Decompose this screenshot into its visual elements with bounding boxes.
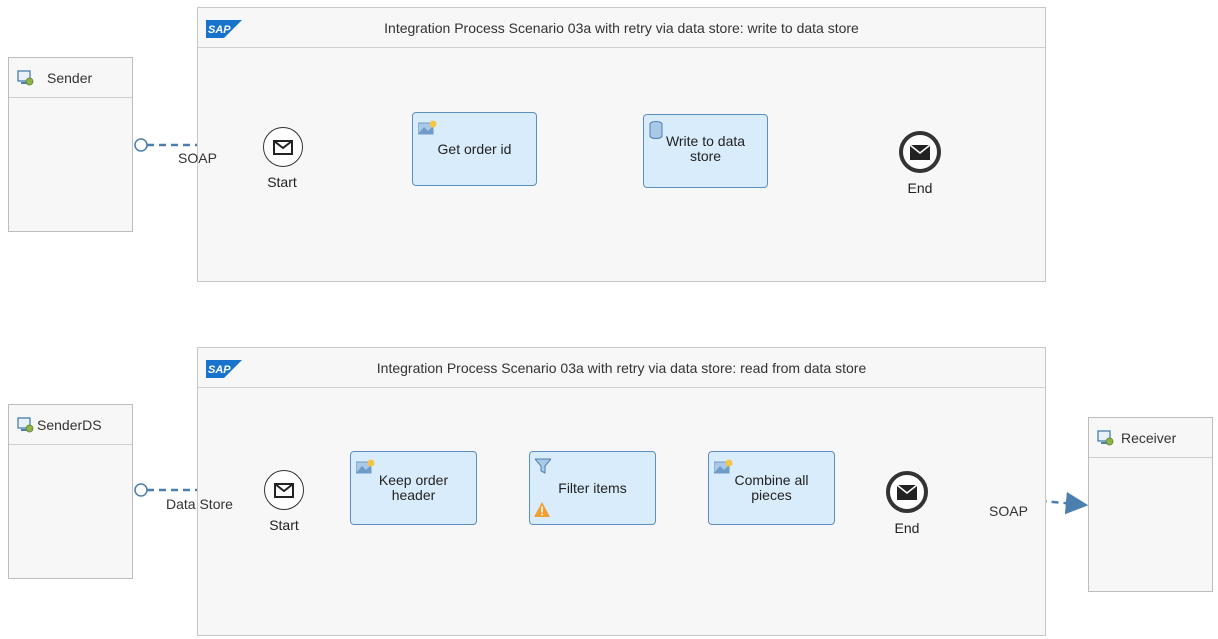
channel-label-soap: SOAP xyxy=(178,150,217,166)
participant-icon xyxy=(17,417,34,438)
svg-text:SAP: SAP xyxy=(208,364,231,376)
start-event[interactable] xyxy=(264,470,304,510)
participant-label: SenderDS xyxy=(37,417,102,433)
end-event[interactable] xyxy=(899,131,941,173)
pool-header: SAP Integration Process Scenario 03a wit… xyxy=(198,348,1045,388)
task-label: Get order id xyxy=(437,140,512,157)
receiver-participant[interactable]: Receiver xyxy=(1088,417,1213,592)
envelope-filled-icon xyxy=(910,144,930,160)
participant-label: Receiver xyxy=(1121,430,1177,446)
participant-header: Receiver xyxy=(1089,418,1212,458)
task-get-order-id[interactable]: Get order id xyxy=(412,112,537,186)
filter-icon xyxy=(533,458,553,477)
participant-header: Sender xyxy=(9,58,132,98)
svg-text:SAP: SAP xyxy=(208,24,231,36)
participant-header: SenderDS xyxy=(9,405,132,445)
task-label: Keep order header xyxy=(378,472,449,503)
content-modifier-icon xyxy=(713,458,734,477)
end-event[interactable] xyxy=(886,471,928,513)
pool-header: SAP Integration Process Scenario 03a wit… xyxy=(198,8,1045,48)
senderds-participant[interactable]: SenderDS xyxy=(8,404,133,579)
end-event-label: End xyxy=(894,520,920,536)
envelope-filled-icon xyxy=(897,484,917,500)
participant-label: Sender xyxy=(47,70,93,86)
start-event[interactable] xyxy=(263,127,303,167)
channel-label-data-store: Data Store xyxy=(166,496,233,512)
task-label: Write to data store xyxy=(665,133,746,164)
pool-title: Integration Process Scenario 03a with re… xyxy=(384,20,859,36)
task-label: Filter items xyxy=(558,479,627,496)
sap-logo: SAP xyxy=(206,20,242,43)
envelope-icon xyxy=(274,482,294,498)
sender-participant[interactable]: Sender xyxy=(8,57,133,232)
message-flow-senderds-start[interactable] xyxy=(134,478,263,502)
task-keep-order-header[interactable]: Keep order header xyxy=(350,451,477,525)
end-event-label: End xyxy=(907,180,933,196)
task-write-to-data-store[interactable]: Write to data store xyxy=(643,114,768,188)
sap-logo: SAP xyxy=(206,360,242,383)
envelope-icon xyxy=(273,139,293,155)
task-combine-all-pieces[interactable]: Combine all pieces xyxy=(708,451,835,525)
content-modifier-icon xyxy=(355,458,376,477)
start-event-label: Start xyxy=(269,517,299,533)
data-store-icon xyxy=(649,121,663,142)
content-modifier-icon xyxy=(417,119,438,138)
task-filter-items[interactable]: Filter items xyxy=(529,451,656,525)
participant-icon xyxy=(1097,430,1114,451)
participant-icon xyxy=(17,70,34,91)
task-label: Combine all pieces xyxy=(734,472,809,503)
message-flow-sender-start[interactable] xyxy=(134,133,261,157)
start-event-label: Start xyxy=(267,174,297,190)
pool-title: Integration Process Scenario 03a with re… xyxy=(376,360,867,376)
channel-label-soap: SOAP xyxy=(989,503,1028,519)
warning-icon[interactable] xyxy=(534,502,550,520)
